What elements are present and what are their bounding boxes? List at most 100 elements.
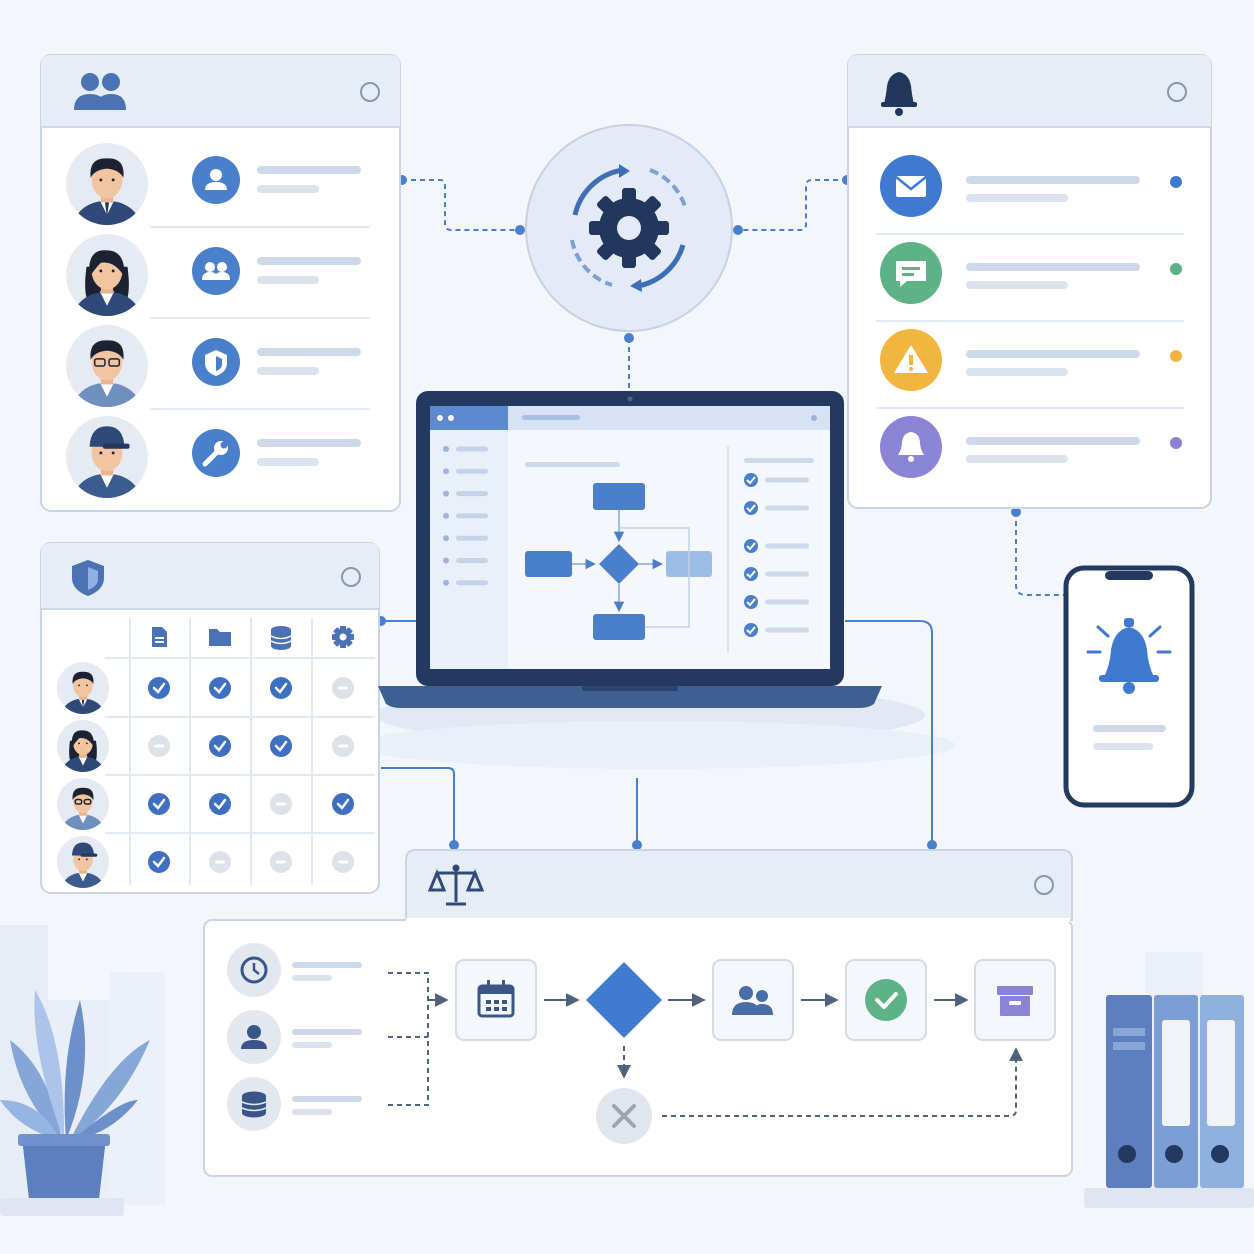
chat-icon xyxy=(896,261,926,287)
check-circle-icon xyxy=(865,979,907,1021)
users-icon xyxy=(74,73,126,110)
user-row[interactable] xyxy=(66,416,361,502)
permission-denied[interactable] xyxy=(270,851,292,873)
permission-granted[interactable] xyxy=(148,677,170,699)
permission-granted[interactable] xyxy=(270,677,292,699)
shield-icon xyxy=(72,560,104,596)
workflow-input[interactable] xyxy=(227,1077,362,1131)
permissions-panel xyxy=(40,542,380,894)
businesswoman-avatar xyxy=(57,720,109,772)
screen-sidebar-item xyxy=(443,446,488,452)
panel-menu-button[interactable] xyxy=(341,567,361,587)
status-dot xyxy=(1170,263,1182,275)
bell-ringing-icon xyxy=(1086,618,1172,694)
group-icon xyxy=(202,262,230,280)
status-dot xyxy=(1170,437,1182,449)
user-icon xyxy=(205,169,227,190)
reject-step[interactable] xyxy=(596,1088,652,1144)
workflow-step[interactable] xyxy=(712,959,794,1041)
workflow-input[interactable] xyxy=(227,1010,362,1064)
screen-check-item xyxy=(744,539,809,553)
plant-decoration xyxy=(0,990,150,1216)
binders-decoration xyxy=(1084,995,1254,1208)
calendar-icon xyxy=(477,980,515,1018)
folder-icon xyxy=(209,629,231,646)
role-badge xyxy=(192,338,240,386)
decision-diamond xyxy=(586,962,662,1038)
gear-icon xyxy=(332,626,354,648)
notifications-panel xyxy=(847,54,1212,509)
screen-sidebar-item xyxy=(443,468,488,475)
group-icon xyxy=(732,986,773,1015)
laptop xyxy=(378,391,882,708)
permission-granted[interactable] xyxy=(148,851,170,873)
businessman-avatar xyxy=(57,662,109,714)
notification-item[interactable] xyxy=(876,329,1184,409)
screen-sidebar-item xyxy=(443,557,488,564)
archive-box-icon xyxy=(997,986,1033,1016)
panel-menu-button[interactable] xyxy=(1167,82,1187,102)
bell-icon xyxy=(881,72,917,116)
role-badge xyxy=(192,156,240,204)
notification-item[interactable] xyxy=(876,242,1184,322)
scales-icon xyxy=(427,864,485,906)
panel-menu-button[interactable] xyxy=(360,82,380,102)
document-icon xyxy=(152,627,167,647)
database-icon xyxy=(241,1091,267,1118)
x-circle-icon xyxy=(612,1104,636,1128)
workflow-step[interactable] xyxy=(845,959,927,1041)
notification-item[interactable] xyxy=(880,416,1182,478)
gear-sync-icon xyxy=(570,164,688,292)
permission-denied[interactable] xyxy=(270,793,292,815)
wrench-icon xyxy=(202,441,228,467)
role-badge xyxy=(192,429,240,477)
permission-granted[interactable] xyxy=(148,793,170,815)
permission-granted[interactable] xyxy=(209,793,231,815)
permission-denied[interactable] xyxy=(332,735,354,757)
status-dot xyxy=(1170,176,1182,188)
screen-sidebar-item xyxy=(443,512,488,519)
screen-check-item xyxy=(744,501,809,515)
status-dot xyxy=(1170,350,1182,362)
workflow-step[interactable] xyxy=(974,959,1056,1041)
clock-icon xyxy=(240,956,268,984)
notification-item[interactable] xyxy=(876,155,1184,235)
workflow-step[interactable] xyxy=(455,959,537,1041)
shield-icon xyxy=(205,350,227,376)
user-row[interactable] xyxy=(66,325,370,411)
connector-lines xyxy=(376,175,1065,850)
permission-granted[interactable] xyxy=(332,793,354,815)
screen-check-item xyxy=(744,623,809,637)
permission-denied[interactable] xyxy=(209,851,231,873)
glasses-man-avatar xyxy=(66,325,148,407)
screen-flowchart xyxy=(525,483,712,640)
technician-avatar xyxy=(57,836,109,888)
screen-sidebar-item xyxy=(443,579,488,586)
role-badge xyxy=(192,247,240,295)
permission-granted[interactable] xyxy=(209,677,231,699)
permission-denied[interactable] xyxy=(332,851,354,873)
envelope-icon xyxy=(895,176,927,197)
phone xyxy=(1063,565,1195,808)
users-panel xyxy=(40,54,401,512)
businessman-avatar xyxy=(66,143,148,225)
workflow-step[interactable] xyxy=(586,962,662,1038)
user-row[interactable] xyxy=(66,143,370,229)
permission-granted[interactable] xyxy=(270,735,292,757)
permission-denied[interactable] xyxy=(148,735,170,757)
screen-check-item xyxy=(744,567,809,581)
automation-hub xyxy=(525,124,733,332)
panel-menu-button[interactable] xyxy=(1034,875,1054,895)
permission-denied[interactable] xyxy=(332,677,354,699)
warning-icon xyxy=(894,345,928,373)
screen-sidebar-item xyxy=(443,535,488,542)
user-icon xyxy=(241,1025,267,1049)
workflow-input[interactable] xyxy=(227,943,362,997)
screen-check-item xyxy=(744,473,809,487)
permission-granted[interactable] xyxy=(209,735,231,757)
database-icon xyxy=(270,626,292,650)
approval-workflow-panel xyxy=(203,849,1073,1177)
screen-check-item xyxy=(744,595,809,609)
screen-sidebar-item xyxy=(443,490,488,497)
